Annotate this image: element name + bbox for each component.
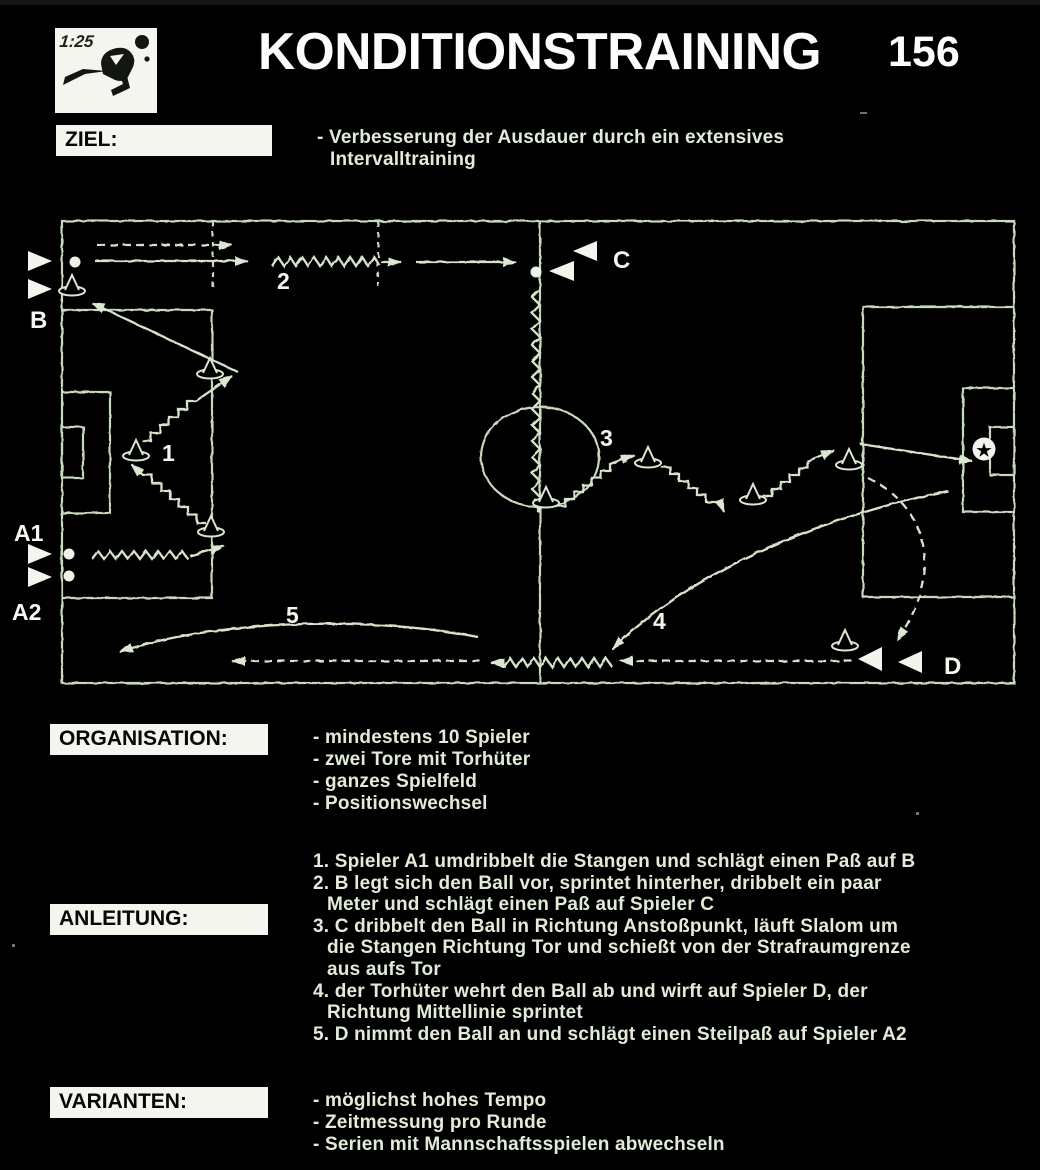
scan-artifact [12,944,15,947]
label-player-b: B [30,307,47,334]
slalom-path-1a [130,463,206,525]
label-player-c: C [613,247,630,274]
ziel-line: Intervalltraining [330,149,476,170]
dribble-path-d [503,655,613,670]
cone-icon [532,486,560,509]
anleitung-line: die Stangen Richtung Tor und schießt von… [327,937,911,959]
player-marker-d [898,651,922,673]
anleitung-line: 5. D nimmt den Ball an und schlägt einen… [313,1023,907,1045]
organisation-item: - mindestens 10 Spieler [313,727,530,748]
penalty-area-left [62,308,214,600]
label-step-4: 4 [653,608,666,634]
runner-figure-notch [110,54,124,65]
scan-edge-artifact [0,0,1040,5]
ball-icon [63,548,75,560]
ziel-line: - Verbesserung der Ausdauer durch ein ex… [317,127,785,148]
label-step-2: 2 [277,268,290,294]
organisation-item: - Positionswechsel [313,793,488,814]
dribble-path-c [530,288,542,498]
anleitung-line: 2. B legt sich den Ball vor, sprintet hi… [313,872,882,894]
runner-icon-box: 1:25 [55,28,157,113]
slalom-path-3b [661,465,726,513]
drill-field-diagram: ★ B A1 A2 C D 1 2 3 4 5 [12,219,1016,685]
cone-icon [739,483,767,506]
label-player-a2: A2 [12,599,41,625]
dribble-path-2 [271,254,381,269]
slalom-path-3a [556,453,635,508]
scan-artifact [860,112,867,114]
steep-pass-arc-5 [119,622,479,654]
shot-arrow-on-goal [859,442,973,464]
anleitung-line: Richtung Mittellinie sprintet [327,1002,583,1024]
anleitung-line: aus aufs Tor [327,958,441,980]
label-step-1: 1 [162,440,175,466]
cone-icon [634,446,662,469]
scan-artifact [916,812,919,815]
anleitung-list: 1. Spieler A1 umdribbelt die Stangen und… [313,851,915,1045]
organisation-list: - mindestens 10 Spieler - zwei Tore mit … [313,727,530,815]
ball-icon [63,570,75,582]
player-marker-a1 [28,544,52,564]
anleitung-line: 4. der Torhüter wehrt den Ball ab und wi… [313,980,868,1002]
cone-icon [197,515,225,538]
section-label-varianten: VARIANTEN: [50,1087,268,1118]
field-labels: B A1 A2 C D 1 2 3 4 5 [12,247,961,680]
cone-icon [835,448,863,471]
section-label-anleitung: ANLEITUNG: [50,904,268,935]
pass-arrow-to-b [91,301,239,374]
page-title: KONDITIONSTRAINING [258,23,822,81]
cones [58,274,863,652]
runner-icon: 1:25 [59,32,150,96]
slalom-path-1b [142,375,233,443]
varianten-item: - möglichst hohes Tempo [313,1090,547,1111]
label-player-d: D [944,653,961,680]
ball-icon [69,256,81,268]
runner-figure [63,35,150,96]
throw-arc-4 [611,489,949,650]
varianten-item: - Zeitmessung pro Runde [313,1112,547,1133]
anleitung-line: Meter und schlägt einen Paß auf Spieler … [327,894,715,916]
section-label-ziel: ZIEL: [56,125,272,156]
pitch-markings [60,219,1016,685]
player-marker-a2 [28,567,52,587]
player-marker-d [858,647,882,671]
player-marker-c [573,241,597,261]
cone-icon [831,629,859,652]
drill-paths [91,240,973,670]
cone-icon [122,439,150,462]
goal-area-left [62,390,112,515]
dribble-path-a1 [91,549,189,561]
player-marker-b [28,251,52,271]
cone-icon [196,357,224,380]
anleitung-line: 1. Spieler A1 umdribbelt die Stangen und… [313,851,916,872]
organisation-item: - ganzes Spielfeld [313,771,478,792]
varianten-list: - möglichst hohes Tempo - Zeitmessung pr… [313,1090,725,1156]
anleitung-line: 3. C dribbelt den Ball in Richtung Ansto… [313,915,899,937]
label-step-3: 3 [600,425,613,451]
ball-flight-arc-dashed [867,476,926,641]
varianten-item: - Serien mit Mannschaftsspielen abwechse… [313,1134,725,1155]
slalom-path-3c [763,448,835,498]
label-player-a1: A1 [14,520,44,546]
page-number: 156 [888,28,960,76]
organisation-item: - zwei Tore mit Torhüter [313,749,531,770]
dribble-arrow-a1 [189,544,225,558]
goal-left [60,425,85,480]
icon-time-label: 1:25 [59,32,96,51]
balls [63,256,542,582]
ball-icon [530,266,542,278]
ziel-text: - Verbesserung der Ausdauer durch ein ex… [317,127,784,171]
goalkeeper-star-icon: ★ [976,441,992,460]
label-step-5: 5 [286,602,299,628]
player-markers [28,241,922,673]
player-marker-b [28,279,52,299]
player-marker-c [549,261,574,281]
penalty-area-right [861,305,1014,599]
section-label-organisation: ORGANISATION: [50,724,268,755]
goal-area-right [961,386,1014,514]
goalkeeper-icon: ★ [972,437,996,461]
